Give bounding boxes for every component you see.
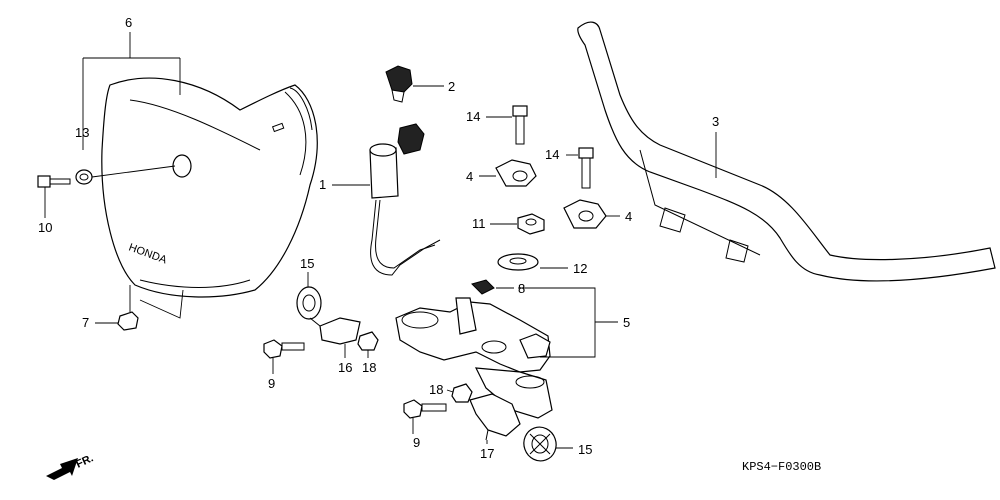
callout-9b: 9 bbox=[413, 435, 420, 450]
holder-4-lower bbox=[563, 199, 607, 229]
number-plate: HONDA bbox=[101, 77, 318, 298]
bolt-14-upper bbox=[512, 105, 528, 145]
leader-13 bbox=[91, 165, 176, 178]
bracket-16 bbox=[309, 317, 361, 345]
leader-5 bbox=[518, 287, 618, 358]
callout-3: 3 bbox=[712, 114, 719, 129]
callout-9a: 9 bbox=[268, 376, 275, 391]
key bbox=[385, 65, 413, 103]
bolt-9-lower bbox=[403, 399, 447, 419]
handlebar bbox=[577, 21, 996, 282]
callout-18b: 18 bbox=[429, 382, 443, 397]
front-direction-arrow: FR. bbox=[46, 452, 95, 480]
callout-12: 12 bbox=[573, 261, 587, 276]
callout-18a: 18 bbox=[362, 360, 376, 375]
bolt-14-lower bbox=[578, 147, 594, 189]
nut-18-upper bbox=[357, 331, 379, 351]
callout-13: 13 bbox=[75, 125, 89, 140]
callout-4a: 4 bbox=[466, 169, 473, 184]
callout-11: 11 bbox=[472, 216, 486, 231]
callout-15b: 15 bbox=[578, 442, 592, 457]
callout-4b: 4 bbox=[625, 209, 632, 224]
callout-10: 10 bbox=[38, 220, 52, 235]
grommet-15-lower bbox=[523, 426, 557, 462]
callout-15a: 15 bbox=[300, 256, 314, 271]
callout-7: 7 bbox=[82, 315, 89, 330]
bracket-17 bbox=[469, 393, 521, 441]
top-bridge bbox=[395, 297, 553, 419]
holder-4-upper bbox=[495, 159, 537, 187]
callout-1: 1 bbox=[319, 177, 326, 192]
diagram-code: KPS4−F0300B bbox=[742, 460, 821, 474]
grommet-15-upper bbox=[296, 286, 322, 320]
callout-14b: 14 bbox=[545, 147, 559, 162]
callout-2: 2 bbox=[448, 79, 455, 94]
callout-17: 17 bbox=[480, 446, 494, 461]
pad-8 bbox=[471, 279, 495, 295]
front-direction-label: FR. bbox=[74, 452, 95, 470]
nut-11 bbox=[517, 213, 545, 235]
callout-6: 6 bbox=[125, 15, 132, 30]
callout-14a: 14 bbox=[466, 109, 480, 124]
leader-6 bbox=[82, 57, 181, 150]
callout-5: 5 bbox=[623, 315, 630, 330]
bolt-9-upper bbox=[263, 339, 305, 359]
callout-16: 16 bbox=[338, 360, 352, 375]
bolt-10 bbox=[37, 175, 71, 188]
nut-18-lower bbox=[451, 383, 473, 403]
callout-8: 8 bbox=[518, 281, 525, 296]
leader-7-plate bbox=[129, 285, 184, 319]
ignition-switch bbox=[369, 123, 441, 276]
grommet-13 bbox=[75, 169, 93, 185]
washer-12 bbox=[497, 253, 539, 271]
nut-7 bbox=[117, 311, 139, 331]
leader-18b bbox=[446, 389, 454, 393]
